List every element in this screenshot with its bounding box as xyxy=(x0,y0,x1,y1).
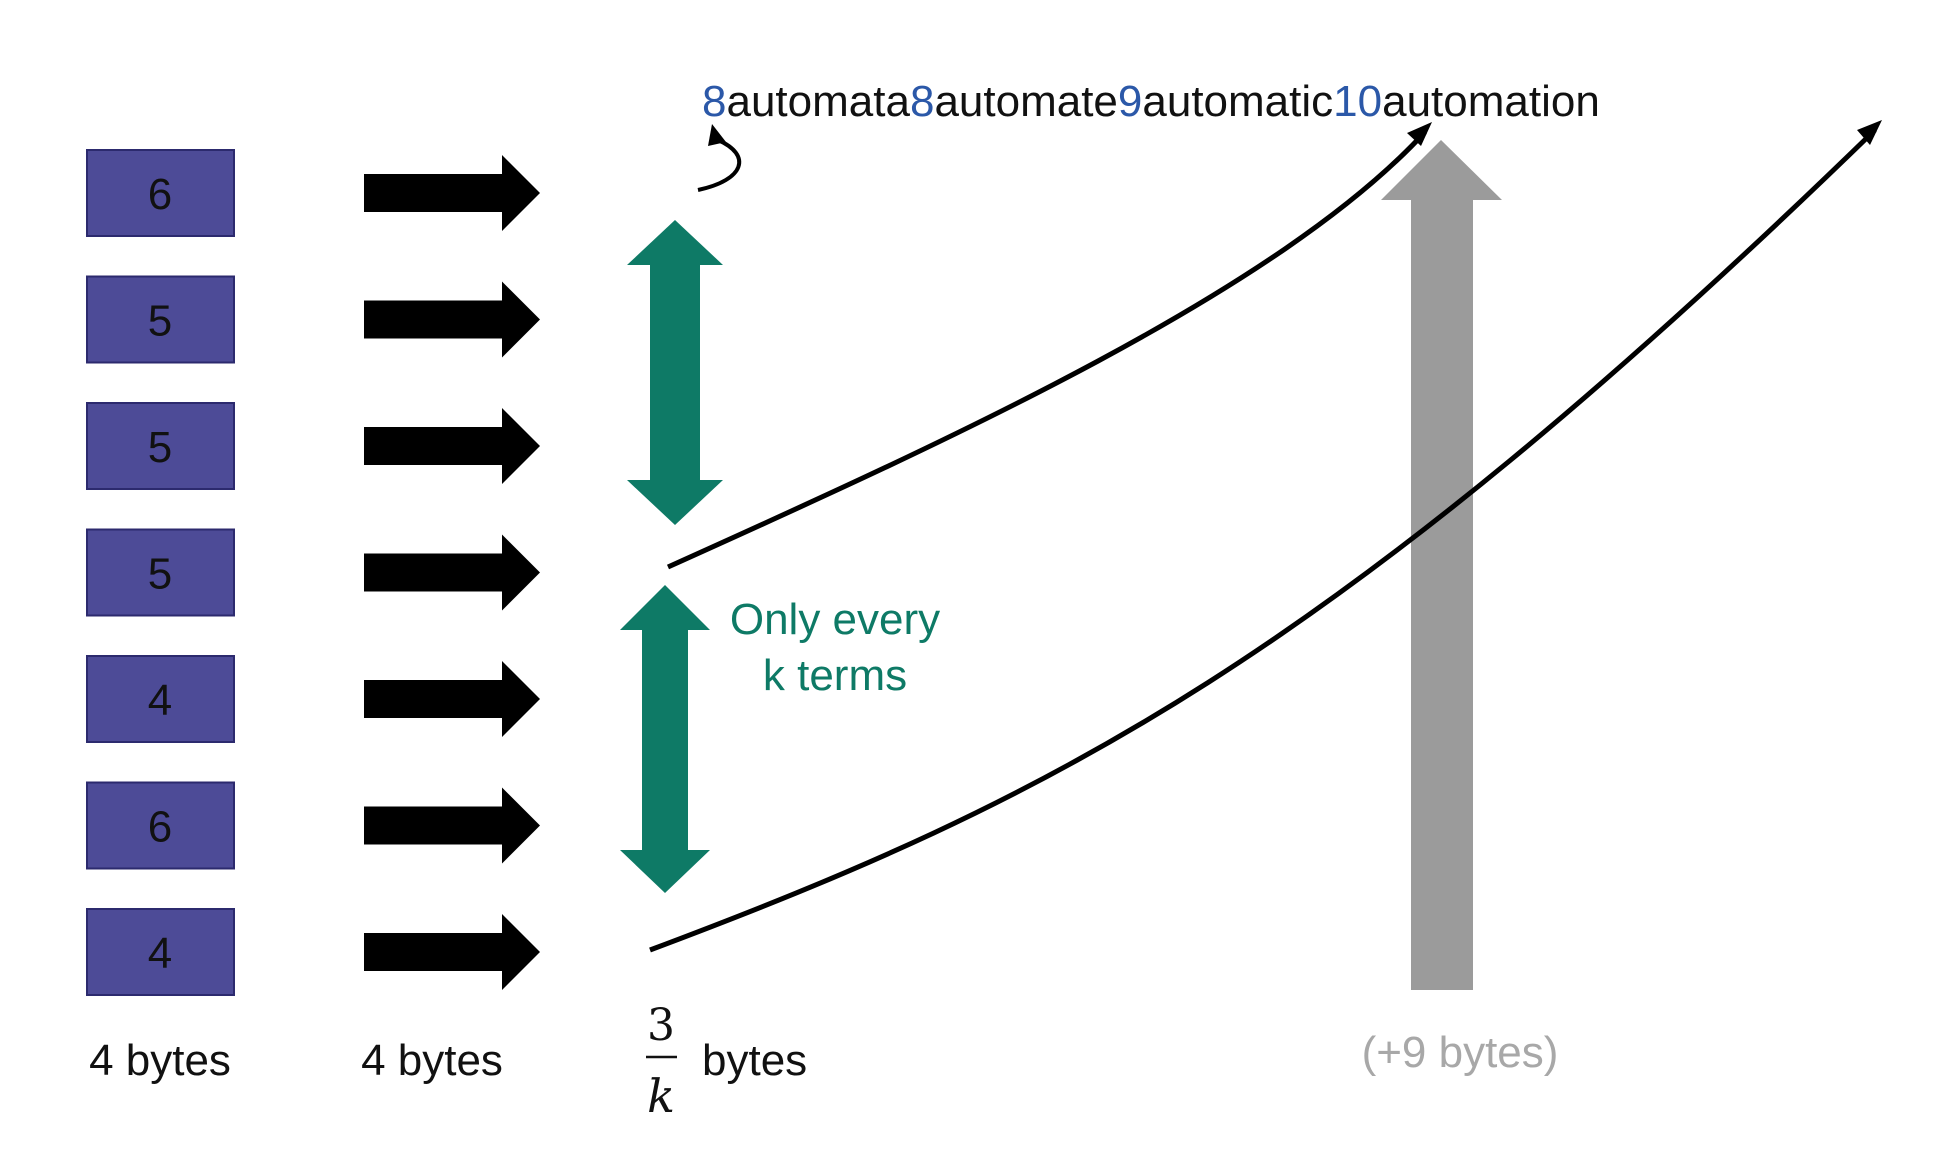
pointer-arrow xyxy=(364,534,540,611)
term-length-box-bg xyxy=(86,402,235,490)
term-length-box-bg xyxy=(86,781,235,870)
fraction-denominator: k xyxy=(647,1069,675,1123)
term-length-value: 6 xyxy=(148,170,172,219)
pointer-arrow xyxy=(364,787,540,864)
term-length-box-bg xyxy=(86,528,235,617)
extra-bytes-label: (+9 bytes) xyxy=(1362,1028,1559,1077)
pointer-arrow xyxy=(364,914,540,990)
dictionary-term: automata xyxy=(726,77,910,126)
term-length-value: 4 xyxy=(148,929,172,978)
term-length-value: 4 xyxy=(148,676,172,725)
dictionary-string: 8automata8automate9automatic10automation xyxy=(702,77,1600,126)
term-length-value: 5 xyxy=(148,297,172,346)
gray-up-arrow xyxy=(1381,140,1502,990)
block-pointer-curve-upper-head xyxy=(1407,122,1432,146)
block-pointer-curve-lower-head xyxy=(1857,120,1882,145)
term-length-box: 4 xyxy=(86,655,235,743)
term-length-value: 5 xyxy=(148,423,172,472)
block-double-arrow-lower xyxy=(620,585,710,893)
blocked-unit-label: bytes xyxy=(702,1036,807,1085)
term-length-box: 6 xyxy=(86,149,235,237)
pointer-column xyxy=(364,155,540,990)
block-note-line2: k terms xyxy=(763,651,907,700)
term-length-box: 6 xyxy=(86,781,235,870)
block-pointer-curve-lower xyxy=(649,128,1877,953)
fraction-numerator: 3 xyxy=(647,1000,675,1051)
fraction-label: 3 k xyxy=(646,1000,677,1123)
block-note-line1: Only every xyxy=(730,595,940,644)
dictionary-length-prefix: 8 xyxy=(702,77,726,126)
term-length-box: 4 xyxy=(86,908,235,996)
pointers-column-label: 4 bytes xyxy=(361,1036,503,1085)
dictionary-length-prefix: 8 xyxy=(910,77,934,126)
term-length-box-bg xyxy=(86,275,235,364)
term-length-value: 6 xyxy=(148,803,172,852)
block-double-arrow-upper xyxy=(627,220,723,525)
curl-pointer xyxy=(697,138,742,192)
block-pointer-curve-upper xyxy=(666,130,1427,570)
pointer-arrow xyxy=(364,661,540,737)
term-length-column: 6 5 5 5 4 6 4 xyxy=(86,149,235,996)
pointer-arrow xyxy=(364,408,540,484)
term-length-box: 5 xyxy=(86,275,235,364)
term-length-value: 5 xyxy=(148,550,172,599)
dictionary-term: automatic xyxy=(1142,77,1333,126)
pointer-arrow xyxy=(364,281,540,358)
term-length-box-bg xyxy=(86,655,235,743)
pointer-arrow xyxy=(364,155,540,231)
dictionary-length-prefix: 9 xyxy=(1118,77,1142,126)
curl-pointer-head xyxy=(708,124,726,146)
dictionary-term: automation xyxy=(1382,77,1600,126)
dictionary-length-prefix: 10 xyxy=(1333,77,1382,126)
term-length-box-bg xyxy=(86,908,235,996)
dictionary-term: automate xyxy=(934,77,1117,126)
lengths-column-label: 4 bytes xyxy=(89,1036,231,1085)
term-length-box-bg xyxy=(86,149,235,237)
term-length-box: 5 xyxy=(86,528,235,617)
term-length-box: 5 xyxy=(86,402,235,490)
